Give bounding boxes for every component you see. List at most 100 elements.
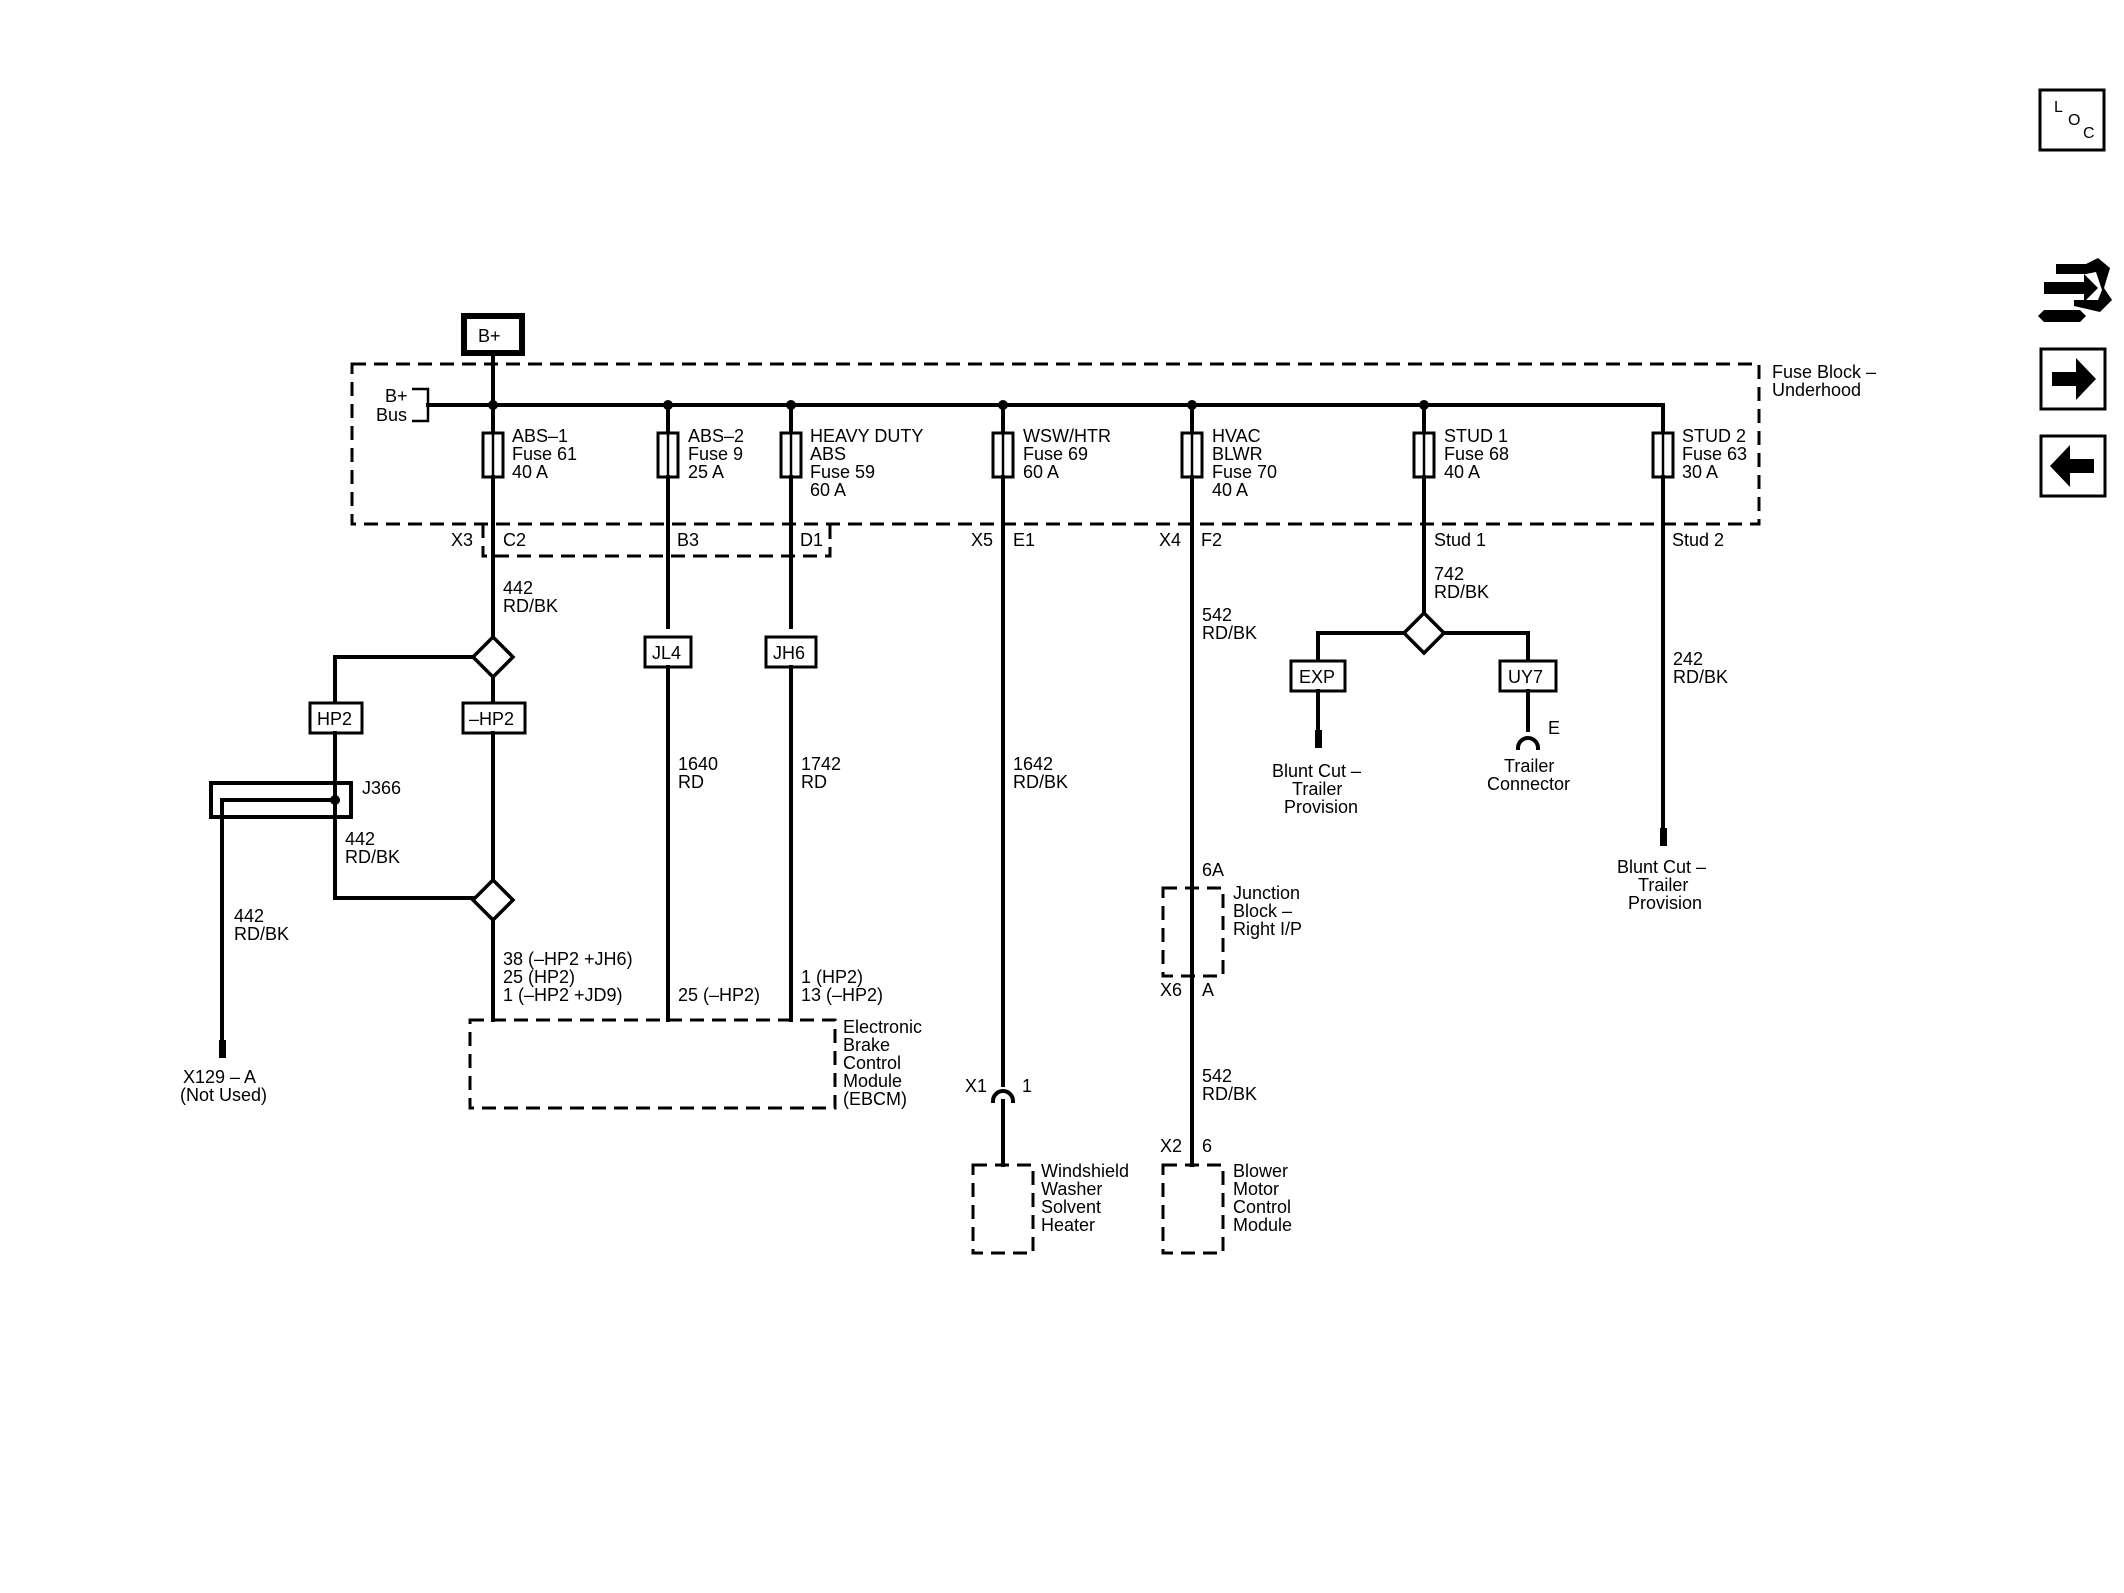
connector-x6-label: X6 [1160,980,1182,1000]
fuse-heavy-duty-rating: 60 A [810,480,846,500]
connector-x1-pin: 1 [1022,1076,1032,1096]
x129-label-2: (Not Used) [180,1085,267,1105]
connector-view-button[interactable] [2038,258,2112,322]
connector-x5-label: X5 [971,530,993,550]
previous-page-button[interactable] [2039,434,2107,498]
ebcm-pins-a-3: 1 (–HP2 +JD9) [503,985,623,1005]
next-arrow-shape [2052,358,2096,400]
wire-1742-number: 1742 [801,754,841,774]
ebcm-pins-a-2: 25 (HP2) [503,967,575,987]
wire-442-number: 442 [503,578,533,598]
trailer-connector-name-2: Connector [1487,774,1570,794]
connector-wrench-icon[interactable] [2038,258,2112,322]
connector-stud-1-label: Stud 1 [1434,530,1486,550]
junction-block-name-3: Right I/P [1233,919,1302,939]
fuse-heavy-duty-name-1: HEAVY DUTY [810,426,923,446]
connector-x2-pin: 6 [1202,1136,1212,1156]
blower-module-name-1: Blower [1233,1161,1288,1181]
fuse-abs-1-number: Fuse 61 [512,444,577,464]
fuse-heavy-duty-name-2: ABS [810,444,846,464]
b-plus-source-label: B+ [478,326,501,346]
blower-module-name-3: Control [1233,1197,1291,1217]
option-jh6-label: JH6 [773,643,805,663]
fuse-abs-2-name: ABS–2 [688,426,744,446]
wire-hp2-branch [333,655,475,705]
ebcm-pins-c-1: 1 (HP2) [801,967,863,987]
wire-742-number: 742 [1434,564,1464,584]
next-page-button[interactable] [2039,347,2107,411]
option-neg-hp2-box [461,701,527,735]
fuse-stud-1-name: STUD 1 [1444,426,1508,446]
wire-442-left-color: RD/BK [234,924,289,944]
wire-242-number: 242 [1673,649,1703,669]
wsw-heater-name-3: Solvent [1041,1197,1101,1217]
connector-x3-label: X3 [451,530,473,550]
fuse-hvac-number: Fuse 70 [1212,462,1277,482]
fuse-heavy-duty-abs: HEAVY DUTY ABS Fuse 59 60 A [779,403,923,500]
wire-1642-color: RD/BK [1013,772,1068,792]
x129-blunt-end [219,1040,226,1058]
x129-label-1: X129 – A [183,1067,256,1087]
wire-542-bot-number: 542 [1202,1066,1232,1086]
blunt-cut-1-line-2: Trailer [1292,779,1342,799]
wire-442-color: RD/BK [503,596,558,616]
fuse-abs-2-rating: 25 A [688,462,724,482]
junction-pin-6a: 6A [1202,860,1224,880]
fuse-abs-2-number: Fuse 9 [688,444,743,464]
fuse-stud-2: STUD 2 Fuse 63 30 A [1651,403,1747,482]
connector-x1-label: X1 [965,1076,987,1096]
junction-block-name-2: Block – [1233,901,1292,921]
wire-542-top-color: RD/BK [1202,623,1257,643]
option-neg-hp2-label: –HP2 [469,709,514,729]
wire-1640-color: RD [678,772,704,792]
blower-module-name-4: Module [1233,1215,1292,1235]
fuse-wsw-htr-number: Fuse 69 [1023,444,1088,464]
wire-542-bot-color: RD/BK [1202,1084,1257,1104]
fuse-abs-1: ABS–1 Fuse 61 40 A [481,403,577,482]
wire-242-color: RD/BK [1673,667,1728,687]
wire-442-to-x129 [220,798,337,1057]
fuse-stud-2-number: Fuse 63 [1682,444,1747,464]
loc-button[interactable]: L O C [2038,88,2106,152]
previous-arrow-shape [2050,445,2094,487]
wire-uy7-branch [1442,631,1530,663]
fuse-hvac-blwr: HVAC BLWR Fuse 70 40 A [1180,403,1277,500]
wire-742-color: RD/BK [1434,582,1489,602]
fuse-stud-2-rating: 30 A [1682,462,1718,482]
splice-diamond-stud1 [1401,610,1447,656]
option-uy7-box [1498,659,1558,693]
fuse-hvac-name-1: HVAC [1212,426,1261,446]
b-plus-source-box [461,313,525,356]
connector-e1-label: E1 [1013,530,1035,550]
wsw-heater-outline [971,1163,1035,1255]
wsw-heater-name-1: Windshield [1041,1161,1129,1181]
ebcm-name-3: Control [843,1053,901,1073]
trailer-connector-symbol [1515,736,1541,751]
connector-x3-outline [481,524,832,558]
option-uy7-label: UY7 [1508,667,1543,687]
stud2-blunt-end [1660,828,1667,846]
wire-542-top-number: 542 [1202,605,1232,625]
fuse-stud-2-name: STUD 2 [1682,426,1746,446]
fuse-stud-1-number: Fuse 68 [1444,444,1509,464]
wire-1640-number: 1640 [678,754,718,774]
junction-block-name-1: Junction [1233,883,1300,903]
blower-module-name-2: Motor [1233,1179,1279,1199]
loc-icon[interactable] [2038,88,2106,152]
splice-j366-label: J366 [362,778,401,798]
fuse-wsw-htr-rating: 60 A [1023,462,1059,482]
exp-blunt-end [1315,730,1322,748]
fuse-stud-1-rating: 40 A [1444,462,1480,482]
wire-442-mid-number: 442 [345,829,375,849]
wire-1742-color: RD [801,772,827,792]
fuse-block-label-2: Underhood [1772,380,1861,400]
wire-exp-branch [1316,631,1406,663]
wsw-heater-name-2: Washer [1041,1179,1102,1199]
wire-442-left-number: 442 [234,906,264,926]
ebcm-pins-a-1: 38 (–HP2 +JH6) [503,949,633,969]
junction-block-outline [1161,886,1225,978]
ebcm-pins-c-2: 13 (–HP2) [801,985,883,1005]
blunt-cut-1-line-3: Provision [1284,797,1358,817]
fuse-hvac-name-2: BLWR [1212,444,1263,464]
fuse-wsw-htr-name: WSW/HTR [1023,426,1111,446]
